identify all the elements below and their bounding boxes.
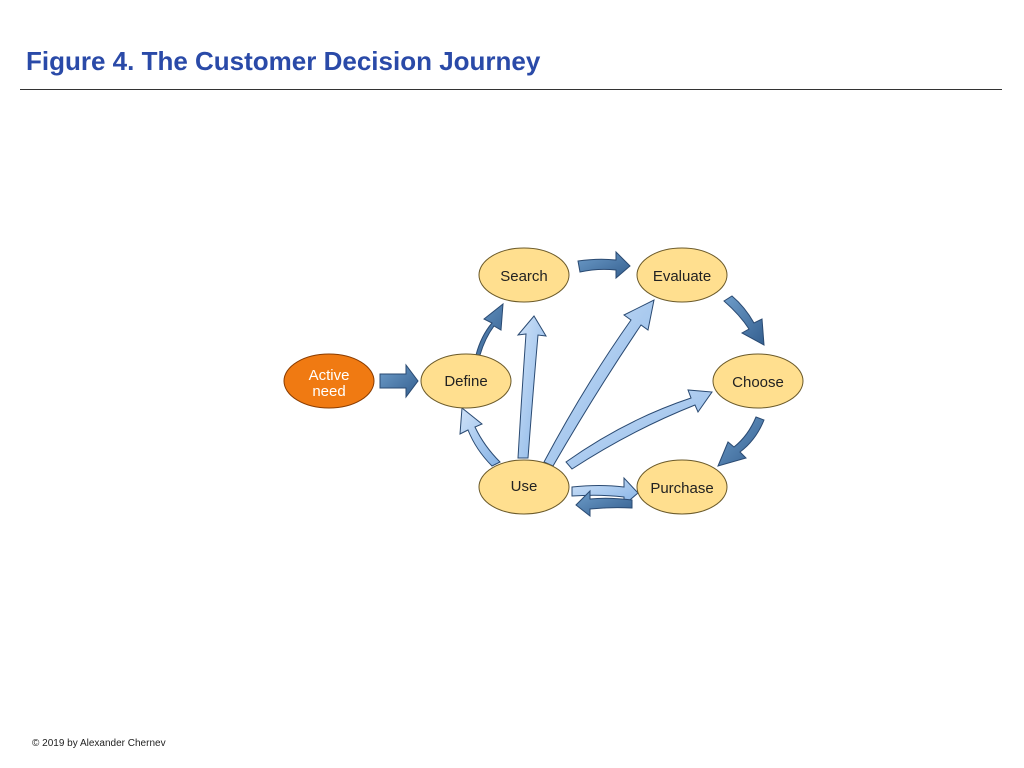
node-use-label: Use <box>511 478 538 495</box>
arrow-search-to-evaluate <box>577 250 631 280</box>
copyright-notice: © 2019 by Alexander Chernev <box>32 738 166 749</box>
figure-title: Figure 4. The Customer Decision Journey <box>26 46 541 76</box>
node-search: Search <box>478 247 570 303</box>
node-purchase: Purchase <box>636 459 728 515</box>
arrow-evaluate-to-choose <box>723 295 765 346</box>
arrow-use-to-choose <box>565 389 713 470</box>
arrow-active-need-to-define <box>379 363 419 399</box>
arrow-use-to-define <box>459 407 501 467</box>
node-choose: Choose <box>712 353 804 409</box>
arrow-use-to-search <box>516 315 547 459</box>
arrow-use-to-evaluate <box>543 299 655 467</box>
node-active-need-line1: Active <box>309 367 350 384</box>
arrow-define-to-search <box>464 302 504 356</box>
arrow-purchase-to-use <box>575 489 633 518</box>
node-evaluate-label: Evaluate <box>653 268 711 285</box>
node-use: Use <box>478 459 570 515</box>
title-divider <box>20 89 1002 90</box>
node-define: Define <box>420 353 512 409</box>
node-define-label: Define <box>444 373 487 390</box>
arrow-choose-to-purchase <box>717 416 765 467</box>
node-choose-label: Choose <box>732 374 784 391</box>
node-search-label: Search <box>500 268 548 285</box>
node-evaluate: Evaluate <box>636 247 728 303</box>
node-purchase-label: Purchase <box>650 480 713 497</box>
node-active-need: Active need <box>283 353 375 409</box>
node-active-need-line2: need <box>312 383 345 400</box>
